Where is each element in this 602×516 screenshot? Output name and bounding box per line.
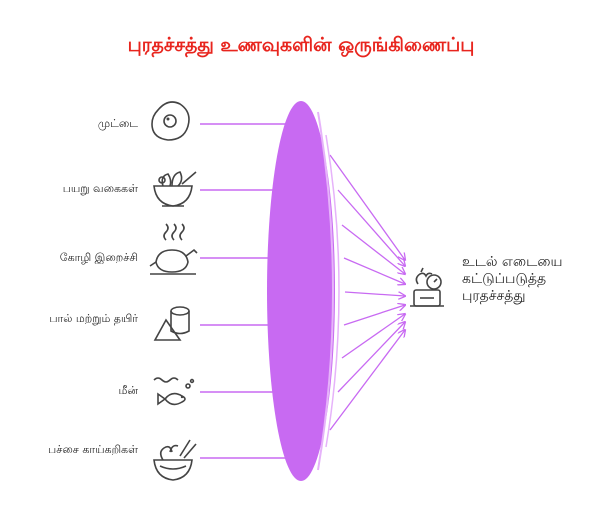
source-label-milk-curd: பால் மற்றும் தயிர் [49,312,138,325]
source-label-vegetables: பச்சை காய்கறிகள் [48,443,138,456]
lens [267,101,340,481]
weight-scale-icon [410,267,444,307]
arrow-3 [341,224,405,274]
arrow-9 [329,330,405,431]
source-label-chicken: கோழி இறைச்சி [59,251,138,264]
target-label: உடல் எடையை கட்டுப்படுத்த புரதச்சத்து [462,254,563,304]
fish-icon [153,377,195,406]
arrow-6 [343,305,405,326]
source-label-fish: மீன் [118,384,138,397]
milk-curd-icon [153,306,190,341]
egg-icon [151,101,190,141]
source-label-lentils: பயறு வகைகள் [62,182,138,195]
input-lines [200,123,298,459]
lentil-bowl-icon [153,171,197,207]
arrow-5 [344,291,405,296]
arrow-7 [341,314,405,359]
arrow-1 [329,154,405,260]
converging-arrows [329,154,405,431]
arrow-2 [337,189,405,266]
arrow-4 [343,257,405,284]
vegetables-bowl-icon [153,439,197,481]
roast-chicken-icon [149,223,198,275]
source-label-egg: முட்டை [97,117,138,130]
page-title: புரதச்சத்து உணவுகளின் ஒருங்கிணைப்பு [127,34,475,56]
arrow-8 [337,322,405,393]
